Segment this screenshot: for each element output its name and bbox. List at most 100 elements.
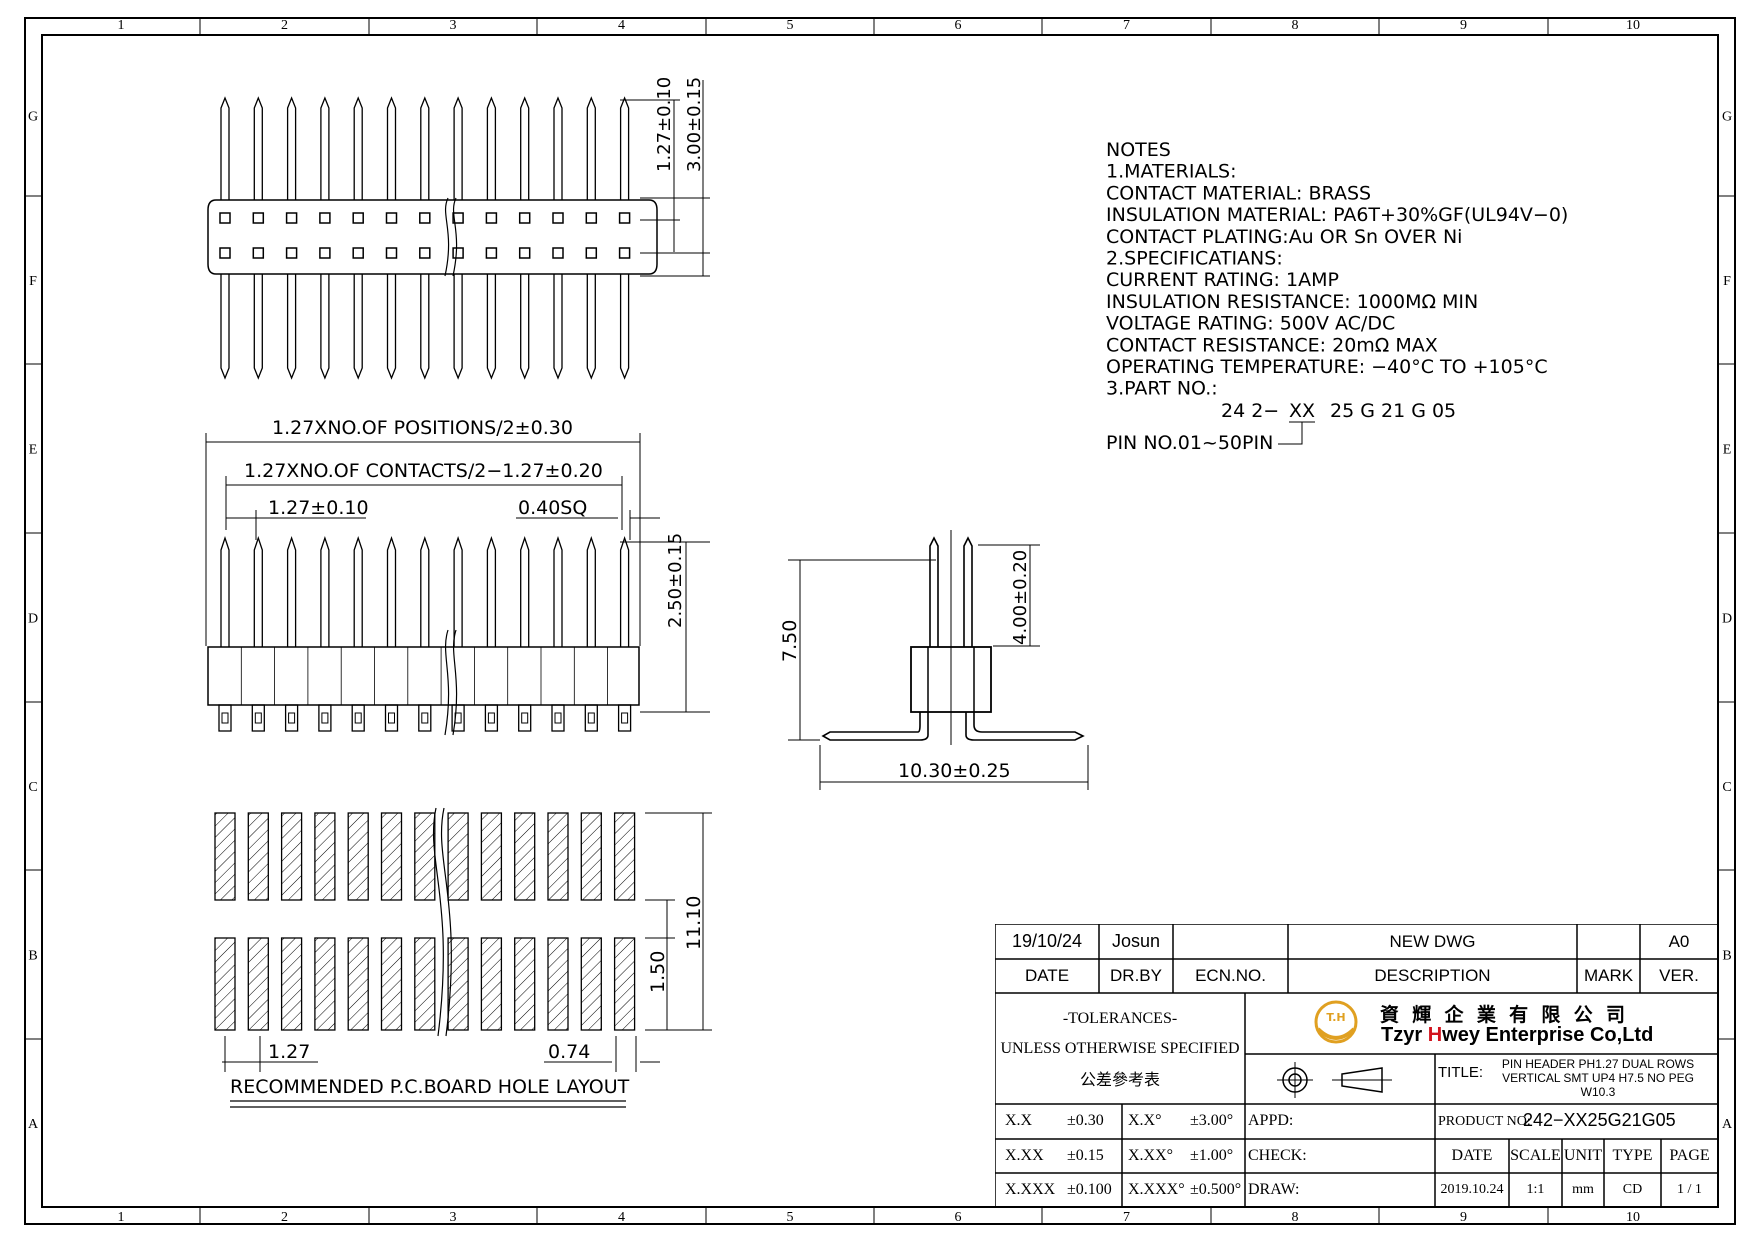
top-pin-lower: [320, 274, 330, 380]
pcb-pad: [514, 812, 536, 901]
top-pin-square: [585, 212, 598, 224]
grid-row-label: A: [1722, 1117, 1733, 1132]
top-pin-square: [618, 247, 631, 259]
front-pin-foot-inner: [321, 712, 329, 724]
dim-positions: 1.27XNO.OF POSITIONS/2±0.30: [272, 417, 573, 439]
pcb-pad: [347, 812, 369, 901]
front-pin-foot-inner: [388, 712, 395, 724]
pcb-pad: [314, 812, 336, 901]
front-pin-foot: [218, 704, 232, 732]
top-pin-lower: [453, 274, 463, 380]
top-pin-lower: [619, 274, 630, 380]
tolerance-b: ±0.100: [1067, 1181, 1112, 1198]
grid-col-label: 8: [1292, 18, 1299, 33]
rev-by: Josun: [1111, 931, 1161, 951]
col-type: TYPE: [1612, 1147, 1653, 1164]
company-chinese-name: 資 輝 企 業 有 限 公 司: [1380, 1005, 1629, 1026]
grid-col-label: 1: [118, 1210, 125, 1225]
dim-sq: 0.40SQ: [518, 497, 587, 519]
dim-front-height: 2.50±0.15: [665, 533, 686, 628]
tolerance-a: X.X: [1005, 1112, 1033, 1129]
tolerance-b: ±0.15: [1067, 1146, 1104, 1164]
top-pin-upper: [520, 96, 530, 200]
top-pin-lower: [520, 274, 530, 380]
top-pin-square: [419, 212, 431, 224]
grid-row-label: B: [28, 949, 37, 964]
grid-col-label: 9: [1460, 18, 1467, 33]
val-date: 2019.10.24: [1440, 1182, 1504, 1197]
pcb-pad: [247, 937, 269, 1031]
grid-col-label: 8: [1292, 1210, 1299, 1225]
pcb-pad: [480, 812, 503, 901]
top-pin-square: [485, 212, 498, 224]
tolerance-c: X.X°: [1128, 1112, 1162, 1129]
top-pin-square: [552, 212, 564, 224]
pcb-pad: [447, 937, 469, 1031]
val-scale: 1:1: [1526, 1182, 1545, 1197]
pcb-pad: [580, 937, 602, 1031]
top-pin-upper: [619, 96, 630, 200]
tolerance-d: ±3.00°: [1190, 1112, 1234, 1129]
col-scale: SCALE: [1510, 1147, 1561, 1164]
company-english-name: Tzyr Hwey Enterprise Co,Ltd: [1381, 1024, 1653, 1047]
top-pin-square: [285, 212, 298, 224]
front-pin-foot: [384, 704, 399, 732]
note-line: 1.MATERIALS:: [1106, 161, 1237, 183]
header-date: DATE: [1024, 966, 1070, 985]
grid-row-label: D: [1722, 612, 1732, 627]
front-pin: [553, 535, 563, 647]
top-pin-square: [585, 247, 598, 259]
top-pin-upper: [586, 96, 596, 200]
pin-note: PIN NO.01~50PIN: [1106, 432, 1273, 454]
front-pin-foot-inner: [421, 712, 429, 724]
front-pin: [619, 535, 630, 647]
front-pin: [286, 535, 297, 647]
top-pin-square: [352, 212, 364, 224]
title-block-grid: [995, 924, 1718, 1207]
grid-col-label: 3: [450, 1210, 457, 1225]
pcb-pad: [580, 812, 602, 901]
grid-row-label: E: [1723, 443, 1732, 458]
dim-side-width: 10.30±0.25: [898, 760, 1011, 782]
company-name-part2: wey Enterprise Co,Ltd: [1442, 1024, 1654, 1046]
front-pin: [353, 535, 363, 647]
draw-label: DRAW:: [1248, 1181, 1300, 1198]
dim-top-length: 3.00±0.15: [684, 77, 705, 172]
tolerance-c: X.XXX°: [1128, 1181, 1185, 1198]
grid-row-label: E: [29, 443, 38, 458]
front-pin-foot: [518, 704, 532, 732]
top-pin-upper: [220, 96, 230, 200]
outer-border: [24, 17, 1736, 1225]
header-description: DESCRIPTION: [1374, 966, 1491, 985]
note-line: INSULATION MATERIAL: PA6T+30%GF(UL94V−0): [1106, 204, 1568, 226]
pcb-pad: [480, 937, 503, 1031]
title-line-3: W10.3: [1580, 1085, 1616, 1099]
logo-text: T.H: [1326, 1011, 1345, 1024]
val-unit: mm: [1572, 1182, 1594, 1197]
front-pin-foot: [284, 704, 299, 732]
rev-date: 19/10/24: [1011, 931, 1083, 951]
front-pin-foot: [584, 704, 598, 732]
top-pin-square: [452, 212, 464, 224]
pcb-pad: [514, 937, 536, 1031]
grid-col-label: 2: [281, 1210, 288, 1225]
pcb-pad: [380, 937, 403, 1031]
pcb-pad: [547, 937, 569, 1031]
tolerance-c: X.XX°: [1128, 1146, 1174, 1164]
note-line: CONTACT PLATING:Au OR Sn OVER Ni: [1106, 226, 1462, 248]
front-pin: [586, 535, 596, 647]
company-name-h: H: [1427, 1024, 1443, 1046]
top-view: 1.27±0.10 3.00±0.15: [207, 77, 710, 380]
grid-row-label: F: [1723, 274, 1731, 289]
top-pin-square: [518, 212, 531, 224]
front-pin: [453, 535, 463, 647]
top-pin-square: [485, 247, 498, 259]
top-pin-square: [252, 212, 265, 224]
front-pin-foot-inner: [288, 712, 296, 724]
top-pin-upper: [453, 96, 463, 200]
front-pin: [520, 535, 530, 647]
header-mark: MARK: [1583, 966, 1634, 985]
pcb-pad: [414, 812, 436, 901]
